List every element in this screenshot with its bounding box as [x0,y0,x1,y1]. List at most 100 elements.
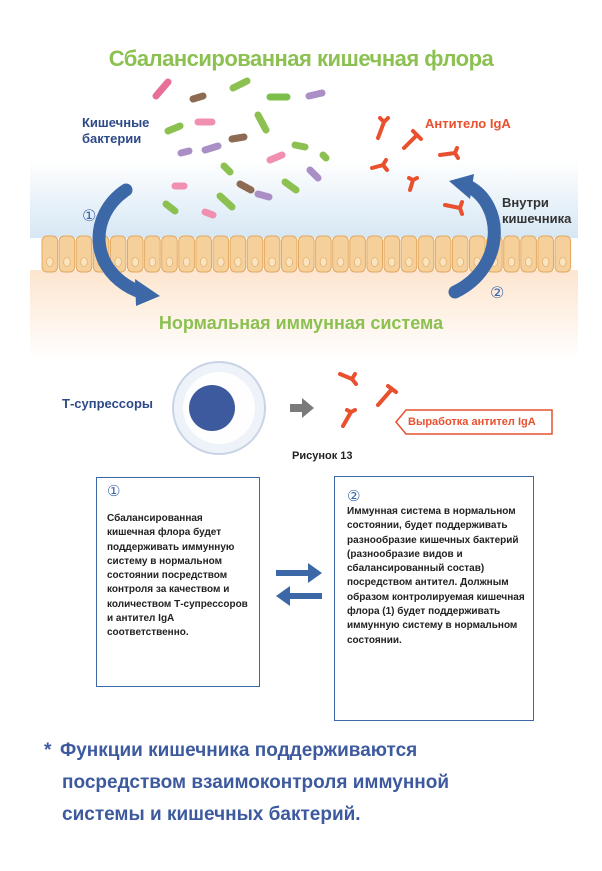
iga-antibody [338,372,358,386]
box1-text: Сбалансированная кишечная флора будет по… [107,513,248,639]
cell-nucleus [268,257,276,267]
footnote-line-3: системы и кишечных бактерий. [62,804,361,825]
cell-nucleus [217,257,225,267]
epithelial-cell [451,235,469,273]
bacterium [266,151,286,164]
label-t-suppressors: Т-супрессоры [62,396,154,411]
epithelial-cell [195,235,212,273]
epithelial-cell [366,235,383,273]
epithelial-cell [554,235,572,273]
bacterium [152,78,172,100]
exchange-arrow-left [276,586,322,606]
iga-antibody [407,176,419,192]
label-bacteria: Кишечные бактерии [82,115,150,146]
epithelial-cell [58,235,76,273]
cell-nucleus [80,257,88,267]
bacterium [220,162,234,176]
cell-nucleus [439,257,447,267]
epithelial-cell [229,235,247,273]
cell-nucleus [456,257,464,267]
bacterium [189,92,207,103]
epithelial-cell [332,235,349,273]
cell-nucleus [46,257,54,267]
cell-nucleus [182,257,191,267]
cell-nucleus [559,257,567,267]
bacterium [319,151,330,162]
cell-nucleus [63,257,71,267]
bacterium [177,147,193,157]
cell-nucleus [302,257,310,267]
iga-antibody [443,200,464,216]
cell-nucleus [114,257,122,267]
bacterium [164,122,184,135]
iga-antibody [376,384,398,407]
epithelial-cell [434,235,452,273]
epithelial-cell [520,235,537,273]
bacterium [305,89,326,100]
iga-antibody [438,146,460,160]
cell-nucleus [131,257,139,267]
epithelial-cell [144,235,161,273]
bacterium [162,200,179,215]
epithelial-cell [349,235,366,273]
epithelial-cell [537,235,555,273]
epithelial-cell [212,235,230,273]
box2-number: ② [347,488,361,505]
epithelial-cell [503,235,520,273]
epithelial-cell [400,235,418,273]
bacterium [228,133,248,143]
cell-nucleus [199,257,208,267]
footnote-line-1: Функции кишечника поддерживаются [60,740,418,761]
marker-2: ② [490,285,505,302]
epithelial-cell [298,235,315,273]
cell-nucleus [251,257,259,267]
epithelial-cell [178,235,195,273]
arrow-up-right [448,179,501,299]
cell-nucleus [507,257,516,267]
epithelial-cell [246,235,264,273]
info-box-1: ① Сбалансированная кишечная флора будет … [96,477,260,687]
t-suppressor-cell [172,361,266,455]
cell-nucleus [234,257,242,267]
label-normal-immune: Нормальная иммунная система [158,313,444,333]
arrow-down-left-head [135,279,160,306]
cell-nucleus [285,257,293,267]
page-title: Сбалансированная кишечная флора [108,46,494,71]
epithelial-cell [41,235,59,273]
cell-nucleus [336,257,345,267]
bacterium [216,192,236,211]
bacterium [281,178,300,194]
info-box-2: ② Иммунная система в нормальном состояни… [334,476,534,721]
label-inside-intestine: Внутри кишечника [502,195,572,226]
bacterium [229,77,251,92]
cell-nucleus [524,257,533,267]
cell-nucleus [405,257,413,267]
footnote: *Функции кишечника поддерживаются посред… [44,735,564,831]
epithelial-cell [417,235,435,273]
cell-nucleus [148,257,157,267]
cell-nucleus [371,257,379,267]
epithelial-cell [315,235,332,273]
arrow-up-right-head [449,174,474,199]
epithelial-cell [161,235,178,273]
iga-production-banner [395,409,553,435]
epithelial-cell [280,235,298,273]
bacterium [306,166,322,182]
epithelial-cell [127,235,144,273]
bacterium [254,111,270,134]
epithelial-cell [75,235,93,273]
iga-antibody [402,129,423,150]
cell-nucleus [388,257,396,267]
epithelial-cell-layer [41,235,572,273]
epithelial-cell [383,235,401,273]
iga-antibody [341,408,357,428]
label-iga-production: Выработка антител IgA [408,416,536,428]
iga-antibody [370,158,389,172]
bacterium [201,208,217,219]
cell-nucleus [353,257,362,267]
box2-text: Иммунная система в нормальном состоянии,… [347,506,525,646]
figure-caption: Рисунок 13 [292,450,353,462]
marker-1: ① [82,208,97,225]
